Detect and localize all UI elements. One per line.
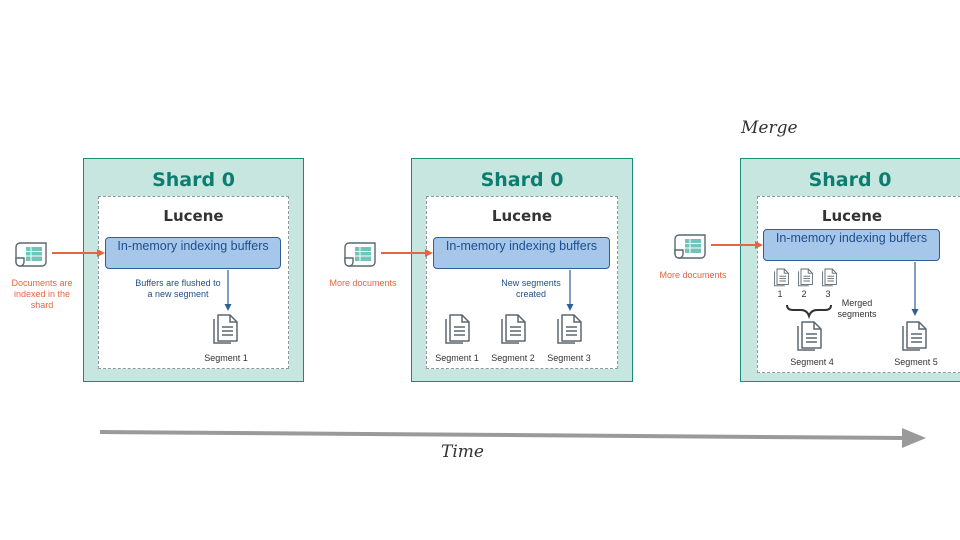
small-segment-icon (822, 268, 837, 287)
segment-label: Segment 5 (894, 357, 938, 367)
merge-brace (786, 304, 832, 320)
document-stack-icon (674, 234, 706, 259)
segment-icon (445, 314, 470, 344)
flush-label: Buffers are flushed to a new segment (135, 278, 221, 299)
input-label: More documents (659, 270, 727, 280)
small-segment-icon (798, 268, 813, 287)
document-stack-icon (15, 242, 47, 267)
lucene-title: Lucene (821, 207, 883, 225)
segment-number: 2 (801, 289, 807, 299)
indexing-buffer: In-memory indexing buffers (433, 237, 610, 269)
segment-icon (557, 314, 582, 344)
shard-title: Shard 0 (808, 169, 892, 191)
shard-title: Shard 0 (152, 169, 235, 191)
shard-title: Shard 0 (480, 169, 564, 191)
time-arrowhead (902, 428, 926, 448)
segment-number: 3 (825, 289, 831, 299)
time-arrow (99, 430, 905, 440)
segment-icon (797, 321, 822, 351)
merge-label: Merge (741, 118, 798, 138)
segment-label: Segment 4 (790, 357, 834, 367)
time-label: Time (441, 442, 484, 462)
small-segment-icon (774, 268, 789, 287)
document-stack-icon (344, 242, 376, 267)
merged-label: Merged segments (837, 298, 877, 319)
flush-label: New segments created (501, 278, 561, 299)
segment-label: Segment 3 (547, 353, 591, 363)
segment-label: Segment 1 (204, 353, 248, 363)
segment-icon (501, 314, 526, 344)
segment-label: Segment 1 (435, 353, 479, 363)
input-label: More documents (329, 278, 397, 288)
indexing-buffer: In-memory indexing buffers (105, 237, 281, 269)
segment-number: 1 (777, 289, 783, 299)
shard-panel-1: Shard 0 Lucene (83, 158, 304, 382)
input-label: Documents are indexed in the shard (11, 278, 73, 310)
segment-label: Segment 2 (491, 353, 535, 363)
segment-icon (213, 314, 238, 344)
lucene-title: Lucene (491, 207, 553, 225)
lucene-box: Lucene (98, 196, 289, 369)
lucene-title: Lucene (163, 207, 224, 225)
segment-icon (902, 321, 927, 351)
indexing-buffer: In-memory indexing buffers (763, 229, 940, 261)
